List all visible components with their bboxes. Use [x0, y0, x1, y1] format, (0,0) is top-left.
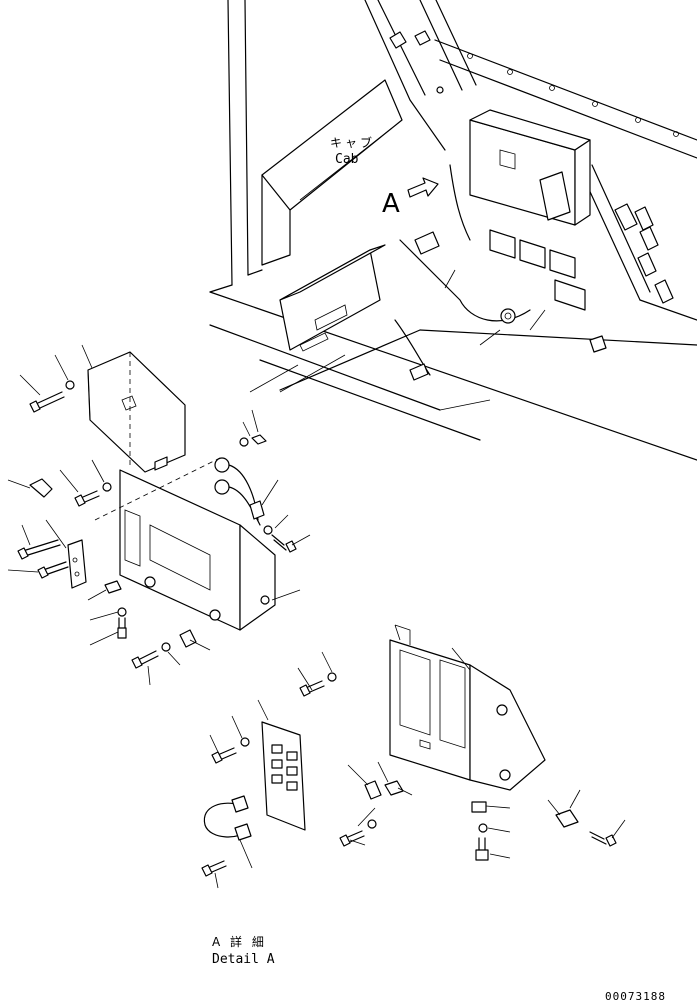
wiring-harness [394, 164, 586, 381]
bolts-exploded [17, 380, 297, 669]
bolt [589, 831, 617, 847]
bolt [131, 650, 159, 669]
bolt [211, 747, 237, 764]
view-arrow-a: A [382, 177, 439, 219]
cab-frame [209, 0, 697, 461]
lower-controller-box [279, 244, 386, 352]
bolt [37, 561, 69, 579]
bolt [475, 837, 489, 861]
bolt [17, 539, 61, 560]
leader-lines-upper [249, 269, 546, 393]
mounting-bracket [119, 469, 276, 631]
detail-a-hardware [201, 672, 617, 877]
washer [239, 437, 249, 447]
washer [478, 823, 488, 833]
alignment-lines [94, 352, 221, 521]
plugs-and-wires [214, 457, 265, 526]
detail-a-bracket [389, 624, 546, 791]
washer [65, 380, 75, 390]
detail-label-jp: A 詳 細 [212, 934, 267, 949]
washer [161, 642, 171, 652]
small-clip [29, 478, 197, 648]
cover-box [87, 351, 186, 473]
washer [102, 482, 112, 492]
nut [555, 809, 579, 828]
detail-a-harness [203, 795, 252, 841]
view-arrow-letter: A [382, 189, 400, 219]
nut [251, 434, 267, 445]
upper-controller-box [469, 109, 591, 226]
detail-a-label: A 詳 細 Detail A [212, 934, 275, 967]
clip [364, 780, 382, 800]
clip [471, 801, 487, 813]
rollers [589, 203, 674, 353]
washer [327, 672, 337, 682]
detail-label-en: Detail A [212, 952, 275, 967]
cab-label-jp: キャブ [330, 135, 375, 150]
bolt [74, 490, 100, 507]
leader-lines-detail [209, 647, 626, 889]
washer [263, 525, 273, 535]
washer [117, 607, 127, 617]
leader-lines-middle [7, 344, 311, 686]
detail-a-connector-plate [261, 721, 306, 831]
bolt [201, 860, 227, 877]
bolt [271, 534, 297, 553]
cab-label-en: Cab [335, 152, 359, 167]
drawing-number: 00073188 [605, 990, 666, 1003]
cab-label: キャブ Cab [330, 135, 375, 167]
bolt [117, 617, 127, 639]
washer [240, 737, 250, 747]
clip [384, 780, 404, 796]
connector-plate-small [67, 539, 87, 589]
bolt [299, 680, 325, 697]
washer [367, 819, 377, 829]
bolt [29, 391, 65, 413]
